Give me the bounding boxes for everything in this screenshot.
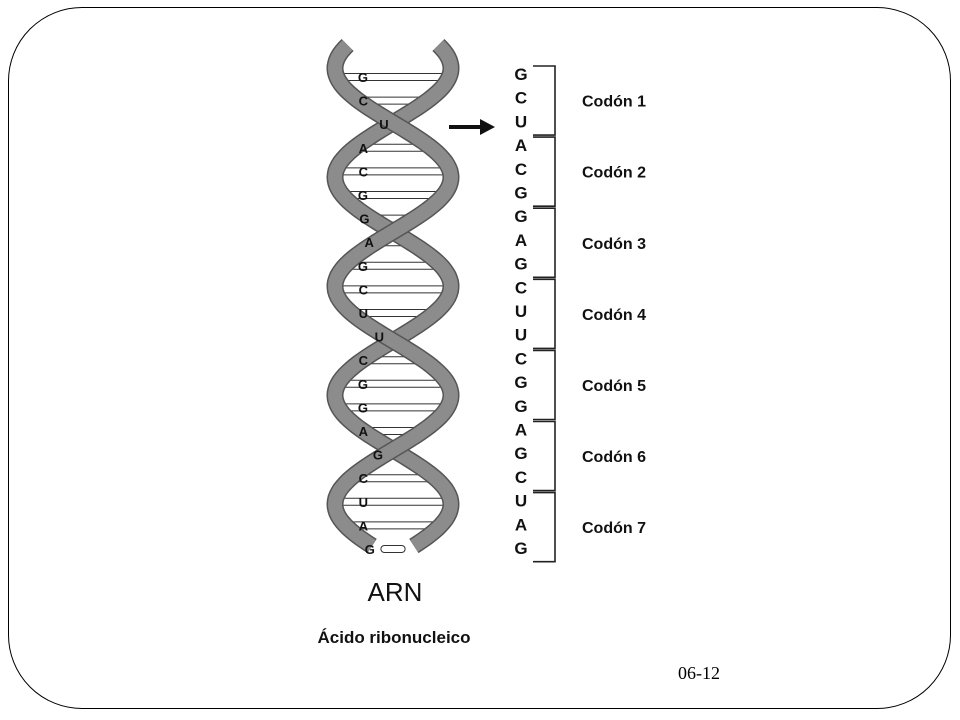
base-pair-rung	[340, 73, 446, 81]
sequence-base: G	[514, 397, 527, 416]
helix-base-label: G	[373, 448, 383, 463]
sequence-base: A	[515, 421, 527, 440]
slide-frame	[8, 7, 951, 709]
helix-base-label: A	[364, 235, 374, 250]
helix-base-label: C	[359, 164, 369, 179]
helix-base-label: G	[358, 188, 368, 203]
sequence-base: G	[514, 373, 527, 392]
codon-label: Codón 3	[582, 236, 646, 253]
sequence-base: G	[514, 539, 527, 558]
codon-label: Codón 7	[582, 520, 646, 537]
sequence-base: C	[515, 160, 527, 179]
helix-base-label: A	[359, 518, 369, 533]
codon-bracket	[533, 207, 556, 279]
helix-base-label: A	[359, 141, 369, 156]
helix-base-label: G	[359, 212, 369, 227]
sequence-base: A	[515, 515, 527, 534]
codon-label: Codón 5	[582, 378, 646, 395]
helix-base-label: G	[358, 377, 368, 392]
helix-base-label: C	[359, 282, 369, 297]
codon-label: Codón 2	[582, 165, 646, 182]
sequence-base: U	[515, 326, 527, 345]
sequence-base: A	[515, 136, 527, 155]
sequence-base: G	[514, 255, 527, 274]
base-pair-rung	[338, 285, 448, 294]
helix-base-label: G	[358, 70, 368, 85]
codon-bracket	[533, 491, 556, 563]
base-pair-rung	[380, 545, 406, 553]
right-arrow-icon	[449, 119, 495, 135]
diagram-subtitle: Ácido ribonucleico	[317, 628, 470, 647]
helix-base-label: C	[359, 353, 369, 368]
base-pair-rung	[339, 167, 447, 176]
sequence-base: U	[515, 302, 527, 321]
helix-base-label: U	[359, 495, 368, 510]
sequence-base: U	[515, 492, 527, 511]
diagram-title: ARN	[368, 577, 423, 607]
sequence-base: C	[515, 468, 527, 487]
page-number: 06-12	[678, 663, 720, 683]
sequence-base: C	[515, 89, 527, 108]
codon-labels: Codón 1 Codón 2 Codón 3 Codón 4 Codón 5 Codón…	[582, 94, 646, 538]
codon-bracket	[533, 65, 556, 136]
codon-bracket	[533, 349, 556, 421]
sequence-base: C	[515, 349, 527, 368]
sequence-base: G	[514, 65, 527, 84]
base-pair-rung	[338, 497, 448, 506]
codon-bracket	[533, 278, 556, 350]
sequence-base: A	[515, 231, 527, 250]
sequence-base: C	[515, 278, 527, 297]
helix-base-label: A	[359, 424, 369, 439]
helix-base-label: U	[359, 306, 368, 321]
helix-base-label: C	[359, 471, 369, 486]
helix-base-label: U	[379, 117, 388, 132]
sequence-base: U	[515, 112, 527, 131]
codon-bracket	[533, 420, 556, 492]
codon-label: Codón 1	[582, 94, 646, 111]
sequence-base: G	[514, 444, 527, 463]
codon-label: Codón 6	[582, 449, 646, 466]
helix-base-label: U	[375, 330, 384, 345]
helix-strands	[326, 38, 460, 554]
helix-base-label: G	[358, 259, 368, 274]
helix-base-label: G	[358, 400, 368, 415]
codon-brackets	[533, 65, 556, 563]
strand-b	[327, 40, 459, 552]
sequence-base: G	[514, 207, 527, 226]
helix-base-label: G	[365, 542, 375, 557]
strand-a	[327, 40, 459, 552]
codon-bracket	[533, 136, 556, 207]
codon-label: Codón 4	[582, 307, 646, 324]
helix-base-label: C	[359, 94, 369, 109]
sequence-base: G	[514, 184, 527, 203]
